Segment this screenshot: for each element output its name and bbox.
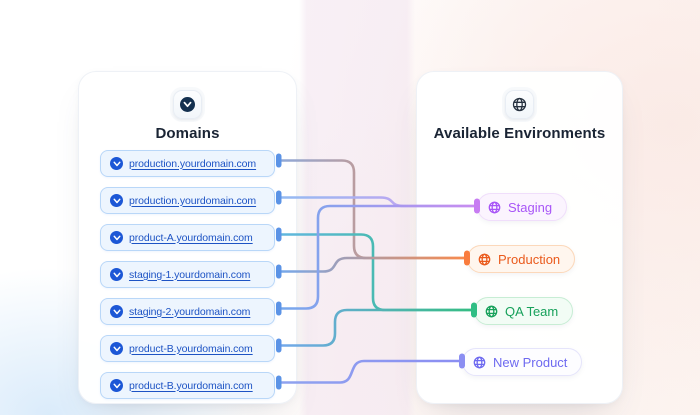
domain-logo-icon: [110, 342, 123, 355]
domain-chip[interactable]: production.yourdomain.com: [100, 150, 275, 177]
domains-badge: [173, 90, 202, 119]
domains-header-icon: [180, 97, 195, 112]
env-label: Staging: [508, 199, 553, 215]
globe-icon: [512, 97, 527, 112]
domain-link[interactable]: production.yourdomain.com: [129, 194, 257, 207]
domain-link[interactable]: staging-2.yourdomain.com: [129, 305, 251, 318]
domains-panel: Domains production.yourdomain.com produc…: [78, 71, 297, 404]
env-label: QA Team: [505, 303, 559, 319]
environments-title: Available Environments: [433, 125, 606, 142]
domain-chip[interactable]: staging-1.yourdomain.com: [100, 261, 275, 288]
domain-chip[interactable]: product-B.yourdomain.com: [100, 372, 275, 399]
domain-link[interactable]: staging-1.yourdomain.com: [129, 268, 251, 281]
domain-link[interactable]: product-A.yourdomain.com: [129, 231, 253, 244]
domain-logo-icon: [110, 194, 123, 207]
globe-icon: [473, 356, 486, 369]
domain-chip[interactable]: product-A.yourdomain.com: [100, 224, 275, 251]
globe-icon: [488, 201, 501, 214]
env-chip-production[interactable]: Production: [467, 245, 576, 273]
environments-badge: [505, 90, 534, 119]
domain-logo-icon: [110, 305, 123, 318]
domain-logo-icon: [110, 157, 123, 170]
background-band: [299, 0, 415, 415]
domain-chip[interactable]: staging-2.yourdomain.com: [100, 298, 275, 325]
domain-link[interactable]: production.yourdomain.com: [129, 157, 257, 170]
domains-title: Domains: [155, 125, 220, 142]
env-chip-new-product[interactable]: New Product: [462, 348, 583, 376]
domain-chip[interactable]: product-B.yourdomain.com: [100, 335, 275, 362]
domain-logo-icon: [110, 231, 123, 244]
globe-icon: [485, 305, 498, 318]
env-label: New Product: [493, 354, 568, 370]
domain-logo-icon: [110, 268, 123, 281]
domain-link[interactable]: product-B.yourdomain.com: [129, 379, 253, 392]
env-chip-staging[interactable]: Staging: [477, 193, 568, 221]
env-chip-qa-team[interactable]: QA Team: [474, 297, 574, 325]
globe-icon: [478, 253, 491, 266]
domain-chip[interactable]: production.yourdomain.com: [100, 187, 275, 214]
env-label: Production: [498, 251, 561, 267]
domain-logo-icon: [110, 379, 123, 392]
domain-chip-list: production.yourdomain.com production.you…: [100, 150, 275, 399]
domain-link[interactable]: product-B.yourdomain.com: [129, 342, 253, 355]
